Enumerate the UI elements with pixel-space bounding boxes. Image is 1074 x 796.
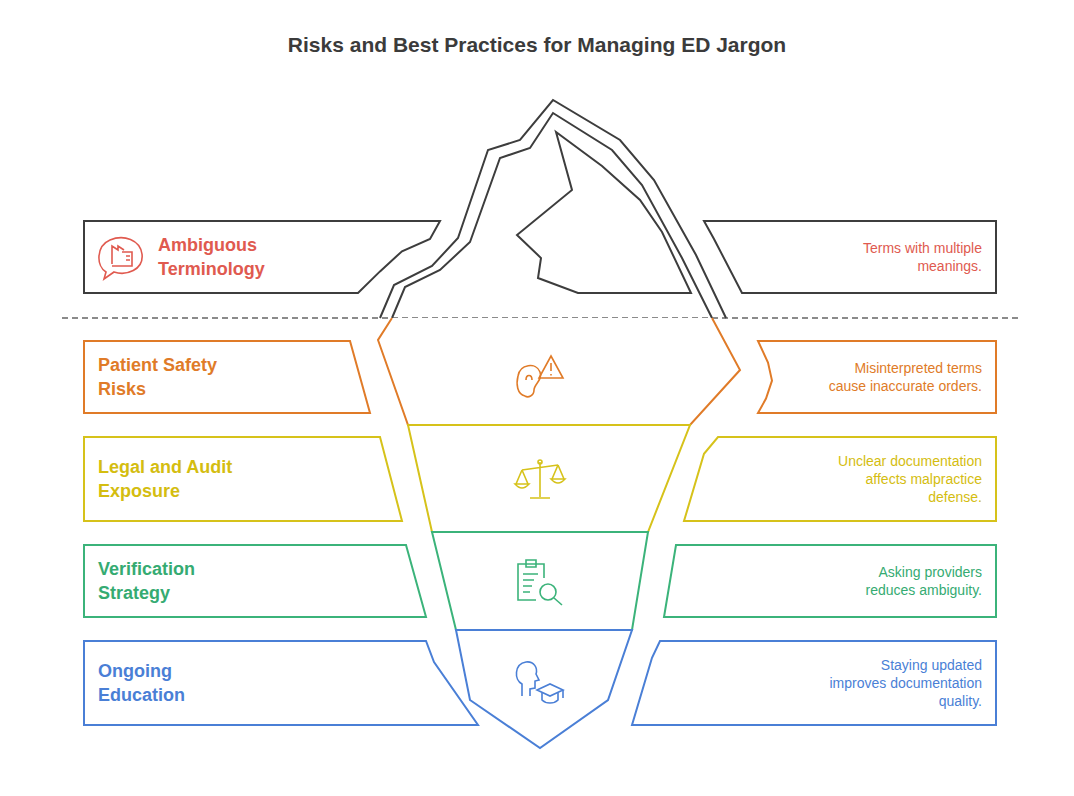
box-content: Misinterpreted terms cause inaccurate or… <box>817 359 982 395</box>
risk-heading: Ambiguous Terminology <box>158 233 308 282</box>
box-content: Legal and Audit Exposure <box>98 455 248 504</box>
risk-heading: Ongoing Education <box>98 659 248 708</box>
risk-description: Asking providers reduces ambiguity. <box>847 563 982 599</box>
risk-description: Staying updated improves documentation q… <box>827 656 982 711</box>
box-border <box>704 221 996 293</box>
clipboard-icon <box>518 560 562 605</box>
box-outline <box>84 641 478 725</box>
risk-description-box: Terms with multiple meanings. <box>704 221 996 293</box>
box-border <box>664 545 996 617</box>
risk-description: Misinterpreted terms cause inaccurate or… <box>817 359 982 395</box>
box-content: Unclear documentation affects malpractic… <box>822 452 982 507</box>
risk-heading-box: Ongoing Education <box>84 641 478 725</box>
box-outline <box>84 545 426 617</box>
risk-heading-box: Verification Strategy <box>84 545 426 617</box>
diagram-title: Risks and Best Practices for Managing ED… <box>0 33 1074 57</box>
risk-heading: Legal and Audit Exposure <box>98 455 248 504</box>
box-outline <box>84 341 370 413</box>
iceberg-peak <box>392 113 712 318</box>
box-border <box>758 341 996 413</box>
risk-description-box: Asking providers reduces ambiguity. <box>664 545 996 617</box>
box-outline <box>758 341 996 413</box>
box-border <box>84 641 478 725</box>
box-border <box>684 437 996 521</box>
iceberg-band <box>432 532 648 630</box>
risk-heading: Verification Strategy <box>98 557 248 606</box>
risk-heading-box: Patient Safety Risks <box>84 341 370 413</box>
risk-description: Unclear documentation affects malpractic… <box>822 452 982 507</box>
box-border <box>84 545 426 617</box>
risk-heading: Patient Safety Risks <box>98 353 248 402</box>
speech-icon <box>99 238 142 279</box>
risk-description-box: Unclear documentation affects malpractic… <box>684 437 996 521</box>
box-border <box>84 341 370 413</box>
box-outline <box>84 437 402 521</box>
risk-description: Terms with multiple meanings. <box>842 239 982 275</box>
box-border <box>632 641 996 725</box>
box-outline <box>664 545 996 617</box>
box-content: Patient Safety Risks <box>98 353 248 402</box>
scales-icon <box>515 460 565 498</box>
risk-description-box: Staying updated improves documentation q… <box>632 641 996 725</box>
iceberg-band <box>408 425 690 532</box>
iceberg-facet <box>517 132 691 293</box>
risk-heading-box: Ambiguous Terminology <box>84 221 440 293</box>
box-content: Staying updated improves documentation q… <box>827 656 982 711</box>
box-content: Verification Strategy <box>98 557 248 606</box>
box-content: Asking providers reduces ambiguity. <box>847 563 982 599</box>
iceberg-band <box>456 630 632 748</box>
box-content: Terms with multiple meanings. <box>842 239 982 275</box>
box-content: Ongoing Education <box>98 659 248 708</box>
ear-warning-icon <box>517 356 563 397</box>
iceberg-band <box>378 318 740 425</box>
education-icon <box>516 662 563 703</box>
box-outline <box>704 221 996 293</box>
box-border <box>84 221 440 293</box>
iceberg-peak-outer <box>380 100 726 318</box>
risk-description-box: Misinterpreted terms cause inaccurate or… <box>758 341 996 413</box>
box-border <box>84 437 402 521</box>
risk-heading-box: Legal and Audit Exposure <box>84 437 402 521</box>
box-content: Ambiguous Terminology <box>158 233 308 282</box>
box-outline <box>84 221 440 293</box>
